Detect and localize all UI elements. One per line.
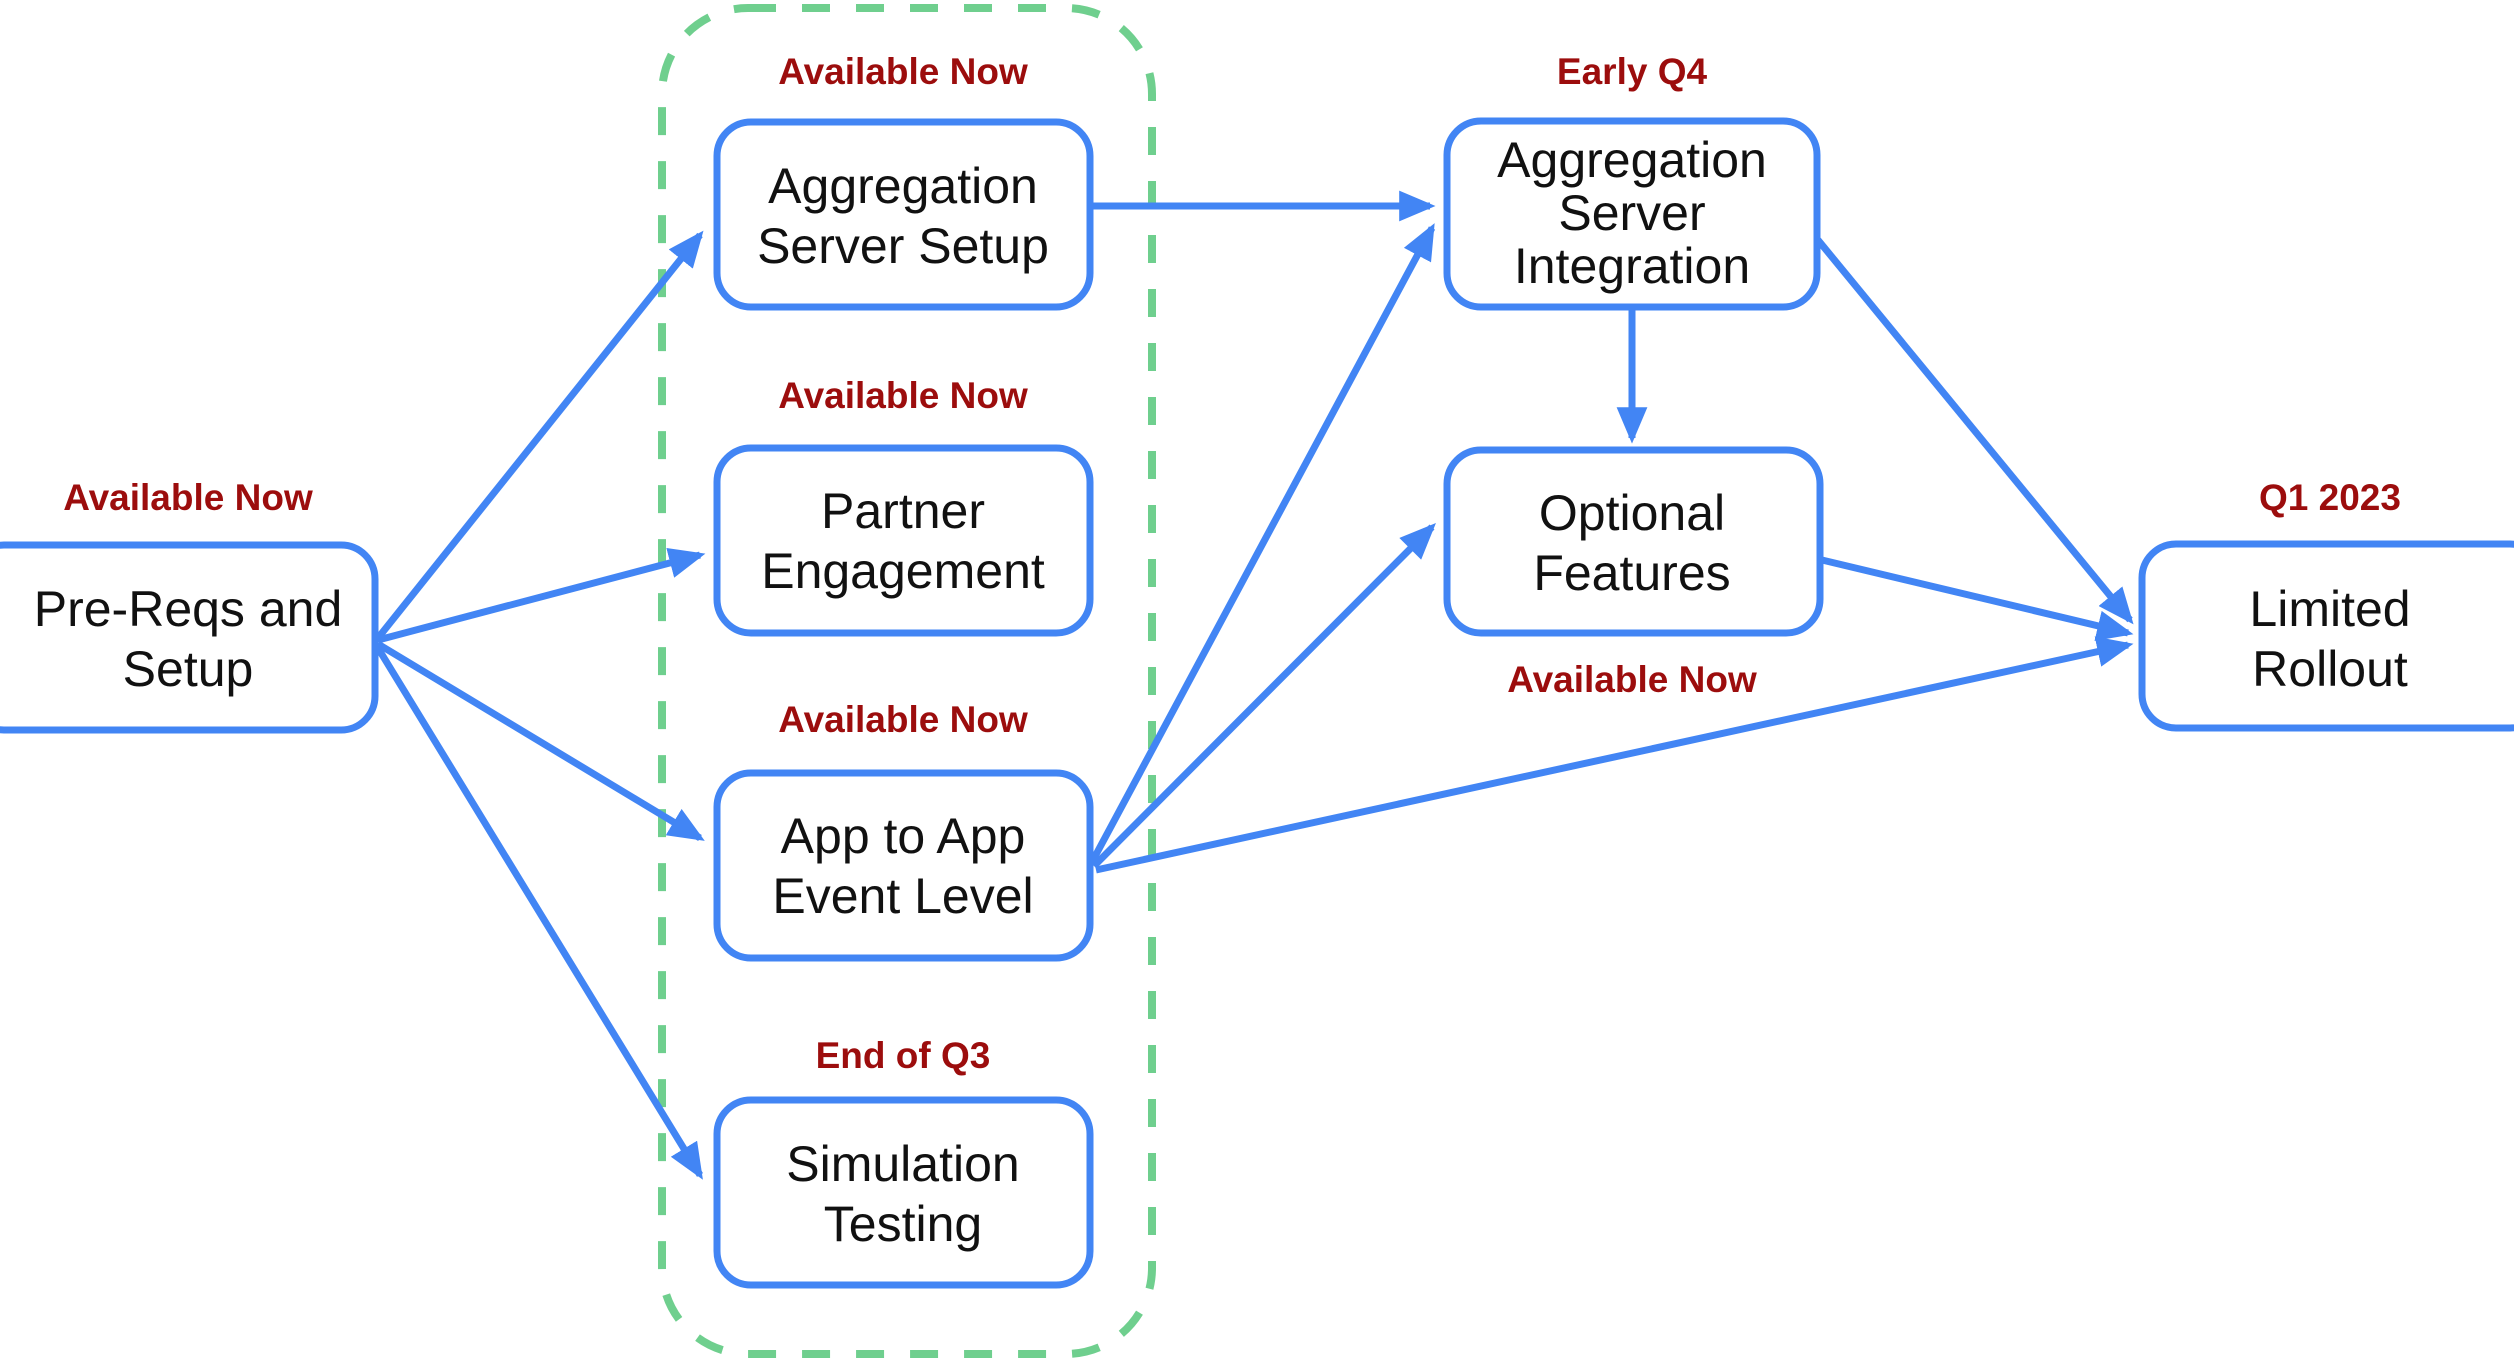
edge-app-to-app-to-optional-features: [1091, 523, 1436, 869]
edge-layer: [375, 190, 2134, 1180]
status-badge-aggregation-server-integration: Early Q4: [1557, 51, 1708, 92]
node-label-pre-reqs-and-setup-line1: Pre-Reqs and: [34, 581, 343, 637]
edge-optional-features-to-limited-rollout: [1821, 556, 2134, 641]
edge-prereqs-to-app-to-app-event-level: [376, 641, 705, 841]
status-badge-pre-reqs-and-setup: Available Now: [63, 477, 313, 518]
status-badge-limited-rollout: Q1 2023: [2259, 477, 2401, 518]
edge-aggregation-server-integration-to-limited-rollout: [1815, 237, 2134, 625]
node-label-pre-reqs-and-setup-line2: Setup: [123, 641, 254, 697]
node-optional-features[interactable]: Optional Features Available Now: [1443, 446, 1824, 700]
edge-app-to-app-to-aggregation-server-integration: [1088, 223, 1436, 864]
node-label-partner-engagement-line1: Partner: [821, 483, 985, 539]
edge-app-to-app-to-limited-rollout: [1095, 636, 2134, 874]
node-box-app-to-app-event-level[interactable]: [713, 769, 1094, 962]
node-label-optional-features-line1: Optional: [1539, 485, 1725, 541]
node-box-limited-rollout[interactable]: [2138, 540, 2514, 732]
status-badge-partner-engagement: Available Now: [778, 375, 1028, 416]
edge-prereqs-to-aggregation-server-setup: [375, 230, 704, 641]
node-box-aggregation-server-setup[interactable]: [713, 118, 1094, 311]
node-label-simulation-testing-line2: Testing: [824, 1196, 982, 1252]
node-box-optional-features[interactable]: [1443, 446, 1824, 637]
edge-prereqs-to-simulation-testing: [375, 646, 703, 1180]
node-aggregation-server-integration[interactable]: Early Q4 Aggregation Server Integration: [1443, 51, 1821, 311]
node-label-app-to-app-event-level-line1: App to App: [781, 808, 1026, 864]
node-label-aggregation-server-integration-line3: Integration: [1514, 238, 1750, 294]
node-label-aggregation-server-integration-line1: Aggregation: [1497, 132, 1767, 188]
status-badge-simulation-testing: End of Q3: [816, 1035, 991, 1076]
node-label-aggregation-server-setup-line1: Aggregation: [768, 158, 1038, 214]
node-simulation-testing[interactable]: End of Q3 Simulation Testing: [713, 1035, 1094, 1289]
status-badge-aggregation-server-setup: Available Now: [778, 51, 1028, 92]
status-badge-optional-features: Available Now: [1507, 659, 1757, 700]
node-limited-rollout[interactable]: Q1 2023 Limited Rollout: [2138, 477, 2514, 732]
node-box-aggregation-server-integration[interactable]: [1443, 117, 1821, 311]
node-pre-reqs-and-setup[interactable]: Available Now Pre-Reqs and Setup: [0, 477, 379, 734]
edge-prereqs-to-partner-engagement: [377, 547, 706, 644]
available-now-group-container: [658, 4, 1156, 1358]
node-label-limited-rollout-line1: Limited: [2249, 581, 2410, 637]
node-partner-engagement[interactable]: Available Now Partner Engagement: [713, 375, 1094, 637]
node-label-aggregation-server-setup-line2: Server Setup: [757, 218, 1049, 274]
status-badge-app-to-app-event-level: Available Now: [778, 699, 1028, 740]
node-label-app-to-app-event-level-line2: Event Level: [772, 868, 1033, 924]
node-box-pre-reqs-and-setup[interactable]: [0, 541, 379, 734]
node-box-partner-engagement[interactable]: [713, 444, 1094, 637]
node-label-aggregation-server-integration-line2: Server: [1558, 185, 1705, 241]
node-box-simulation-testing[interactable]: [713, 1096, 1094, 1289]
node-label-limited-rollout-line2: Rollout: [2252, 641, 2408, 697]
node-app-to-app-event-level[interactable]: Available Now App to App Event Level: [713, 699, 1094, 962]
node-label-optional-features-line2: Features: [1533, 545, 1730, 601]
node-label-simulation-testing-line1: Simulation: [786, 1136, 1019, 1192]
node-label-partner-engagement-line2: Engagement: [761, 543, 1045, 599]
node-aggregation-server-setup[interactable]: Available Now Aggregation Server Setup: [713, 51, 1094, 311]
